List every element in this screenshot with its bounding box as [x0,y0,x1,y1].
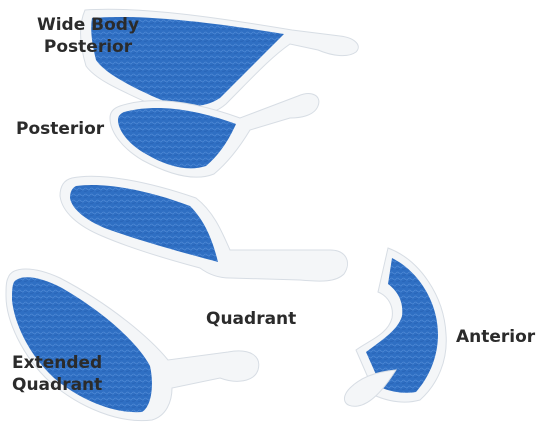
label-wide-body-line-1: Wide Body [36,15,140,35]
posterior-tray [109,93,320,178]
label-quadrant: Quadrant [206,309,297,329]
label-wide-body-line-2: Posterior [43,37,133,57]
label-extended-line-2: Quadrant [12,375,103,395]
quadrant-tray [59,175,348,282]
label-anterior: Anterior [456,327,536,347]
wide-body-posterior-tray [80,8,359,116]
label-extended-quadrant: Extended Quadrant [12,352,102,396]
label-wide-body-posterior: Wide Body Posterior [36,14,140,58]
extended-quadrant-tray [5,268,260,422]
label-extended-line-1: Extended [12,353,103,373]
label-posterior: Posterior [16,119,105,139]
anterior-tray [343,247,447,407]
